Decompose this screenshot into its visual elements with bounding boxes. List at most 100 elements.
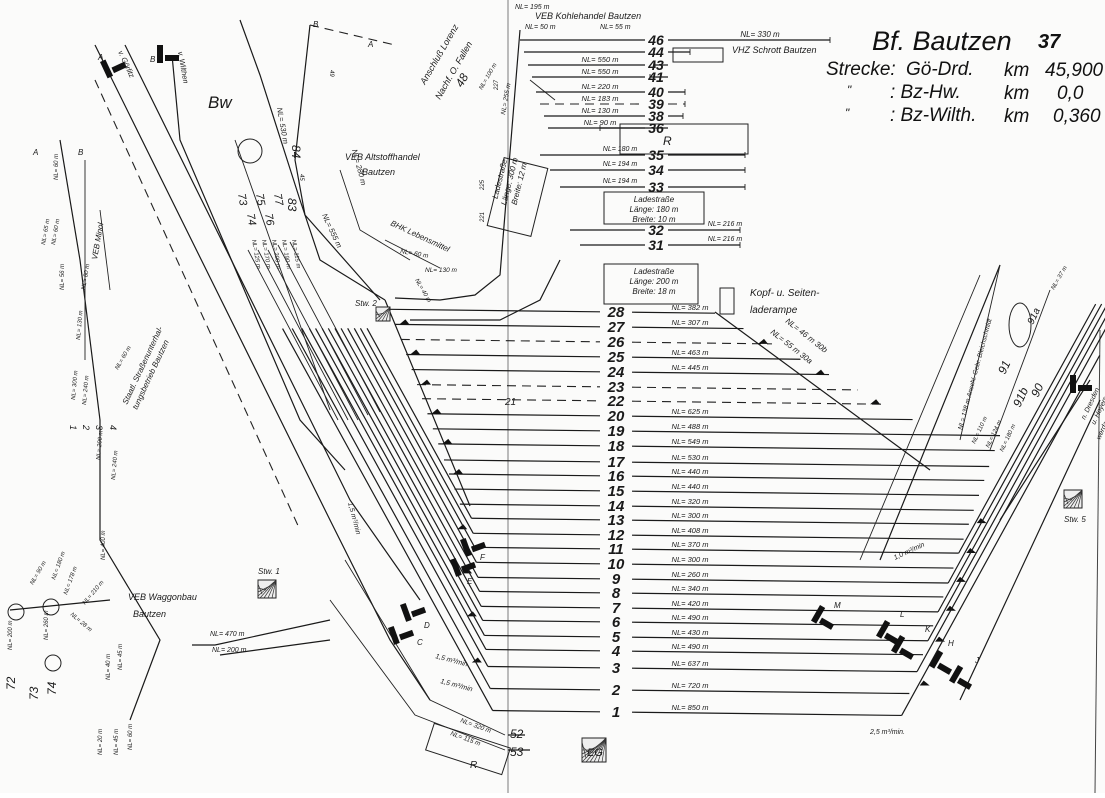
signal-box-stw2: [375, 306, 391, 322]
label-nl40b: NL= 40 m: [413, 278, 431, 304]
track-23-left: [416, 384, 601, 388]
track-number-40: 40: [647, 84, 664, 100]
track-number-7: 7: [612, 600, 621, 617]
label-t21: 21: [504, 397, 516, 408]
track-number-3: 3: [612, 660, 621, 677]
waggonbau-cross: [9, 599, 111, 611]
label-y2: 2: [81, 424, 91, 430]
signal-icon: [100, 59, 127, 79]
label-t73: 73: [235, 192, 249, 207]
label-t90: 90: [1028, 381, 1046, 399]
label-y1: 1: [68, 425, 78, 430]
label-nl320: NL= 320 m: [459, 717, 492, 735]
hatch-stroke: [267, 579, 277, 599]
route-km: 45,900: [1045, 60, 1104, 81]
label-sigB: B: [150, 55, 156, 64]
track-length-8: NL= 340 m: [672, 584, 709, 593]
track-3-left: [487, 665, 601, 669]
track-13-left: [471, 517, 601, 521]
route-prefix: ": [845, 106, 850, 120]
hatch-stroke: [581, 741, 603, 759]
track-length-14: NL= 320 m: [672, 497, 709, 506]
track-8-right: [631, 592, 944, 598]
hatch-stroke: [597, 737, 607, 763]
label-wag1: VEB Waggonbau: [128, 592, 197, 602]
track-8-left: [479, 590, 601, 594]
track-length-36: NL= 90 m: [584, 118, 617, 127]
track-number-46: 46: [647, 32, 664, 48]
track-number-32: 32: [648, 222, 664, 238]
lorenz-track: [529, 79, 556, 101]
label-nl190: NL= 190 m: [280, 239, 291, 269]
track-19-right: [631, 430, 1001, 437]
track-25-left: [406, 353, 601, 358]
track-20-right: [631, 415, 913, 421]
track-12-left-lead: [359, 328, 474, 534]
track-length-46: NL= 330 m: [740, 30, 780, 39]
label-nl45b: NL= 45 m: [114, 729, 120, 755]
turntable-small-icon: [42, 598, 60, 616]
label-nl40: NL= 40 m: [106, 654, 112, 680]
track-number-2: 2: [611, 682, 621, 699]
track-number-4: 4: [611, 643, 621, 660]
switch-frog-marker: [815, 369, 825, 375]
right-ladder-2: [879, 264, 1001, 561]
section-line-b: [309, 24, 396, 46]
dresden-line-2: [959, 399, 1101, 701]
signal-head: [470, 541, 487, 553]
track-number-19: 19: [608, 423, 625, 440]
switch-frog-marker: [919, 680, 930, 686]
signal-icon: [157, 45, 179, 63]
siding-90: [989, 289, 1051, 451]
track-9-right-lead: [947, 303, 1103, 584]
track-length-10: NL= 300 m: [672, 555, 709, 564]
track-number-8: 8: [612, 585, 621, 602]
track-length-4: NL= 490 m: [672, 642, 709, 651]
track-19-left: [432, 428, 601, 432]
track-length-43: NL= 550 m: [582, 55, 619, 64]
track-7-right: [631, 607, 939, 613]
track-13-right: [631, 519, 969, 525]
loading-road-length: Länge: 200 m: [630, 277, 679, 286]
track-number-41: 41: [647, 69, 664, 85]
track-9-left: [478, 576, 601, 580]
track-3-left-lead: [301, 328, 489, 667]
track-2-right: [631, 689, 910, 695]
track-12-left: [473, 532, 601, 536]
hatch-stroke: [1063, 491, 1081, 507]
hatch-stroke: [1069, 489, 1083, 509]
track-length-27: NL= 307 m: [672, 318, 709, 327]
hatch-stroke: [381, 306, 391, 322]
label-schrott: VHZ Schrott Bautzen: [732, 45, 817, 55]
switch-frog-marker: [399, 319, 410, 325]
track-4-right: [631, 650, 924, 656]
label-t221: 221: [480, 212, 486, 223]
signal-mast: [876, 620, 891, 639]
track-number-26: 26: [607, 334, 625, 351]
route-prefix: ": [847, 83, 852, 97]
label-secB: B: [78, 148, 84, 157]
label-nl60c: NL= 60 m: [51, 219, 61, 246]
label-t83: 83: [285, 198, 299, 212]
label-t73b: 73: [27, 686, 41, 700]
track-2-left-lead: [291, 328, 491, 689]
label-stw2: Stw. 2: [355, 299, 377, 308]
west-siding-main: [59, 139, 161, 721]
switch-frog-marker: [421, 379, 431, 385]
label-nl56: NL= 56 m: [60, 264, 66, 290]
signal-icon: [876, 620, 900, 645]
track-1-right: [631, 711, 902, 717]
track-number-14: 14: [608, 498, 625, 515]
track-number-44: 44: [647, 44, 664, 60]
signal-head: [460, 561, 477, 573]
label-nl210: NL= 210 m: [82, 580, 106, 606]
signal-mast: [157, 45, 163, 63]
track-11-right-lead: [958, 303, 1097, 554]
r-lower-box: [425, 722, 511, 776]
label-r1: R: [663, 134, 672, 148]
label-sD: D: [424, 621, 430, 630]
signal-icon: [449, 557, 477, 577]
track-number-17: 17: [608, 454, 625, 471]
track-18-left: [438, 443, 601, 447]
track-length-32: NL= 216 m: [708, 221, 743, 228]
